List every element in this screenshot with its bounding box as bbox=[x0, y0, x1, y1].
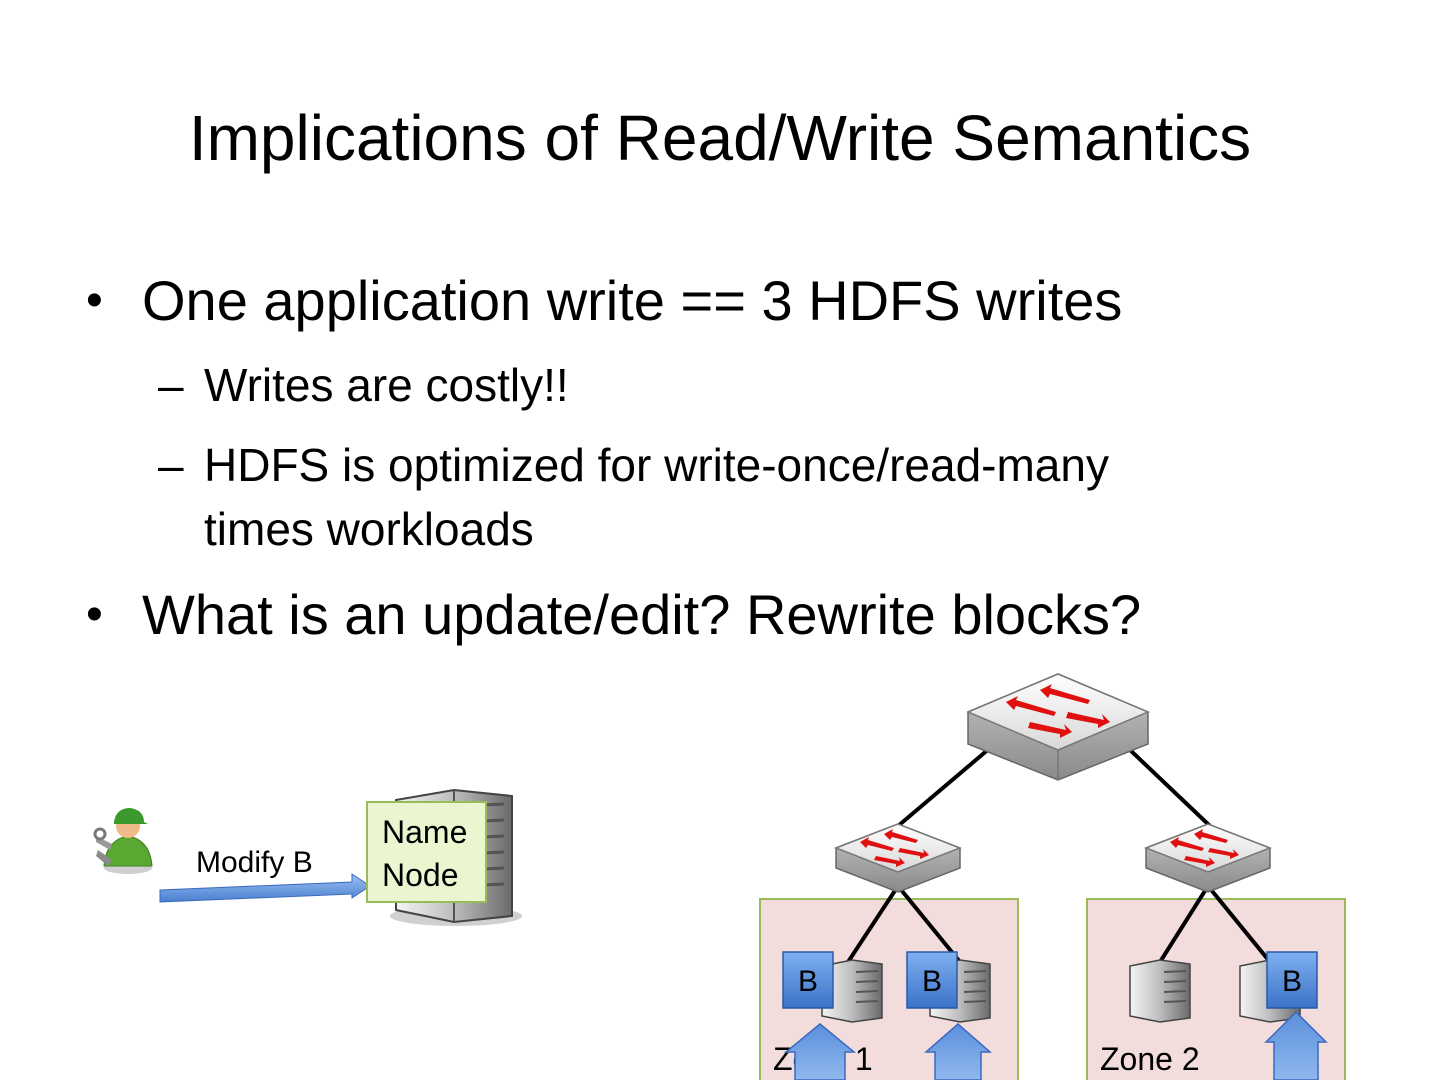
core-switch-icon bbox=[968, 674, 1148, 780]
block-label: B bbox=[922, 965, 942, 998]
namenode-label-line1: Name bbox=[382, 814, 467, 850]
block-replica-3: B bbox=[1267, 952, 1317, 1008]
zone-2-label: Zone 2 bbox=[1100, 1041, 1200, 1077]
client-user-icon bbox=[95, 808, 152, 874]
block-replica-1: B bbox=[783, 952, 833, 1008]
namenode-label-line2: Node bbox=[382, 857, 459, 893]
block-replica-2: B bbox=[907, 952, 957, 1008]
block-label: B bbox=[798, 965, 818, 998]
datanode-server-icon bbox=[1130, 960, 1190, 1022]
zone-1-switch-icon bbox=[836, 824, 960, 892]
zone-2-switch-icon bbox=[1146, 824, 1270, 892]
modify-b-label: Modify B bbox=[196, 846, 313, 879]
block-label: B bbox=[1282, 965, 1302, 998]
